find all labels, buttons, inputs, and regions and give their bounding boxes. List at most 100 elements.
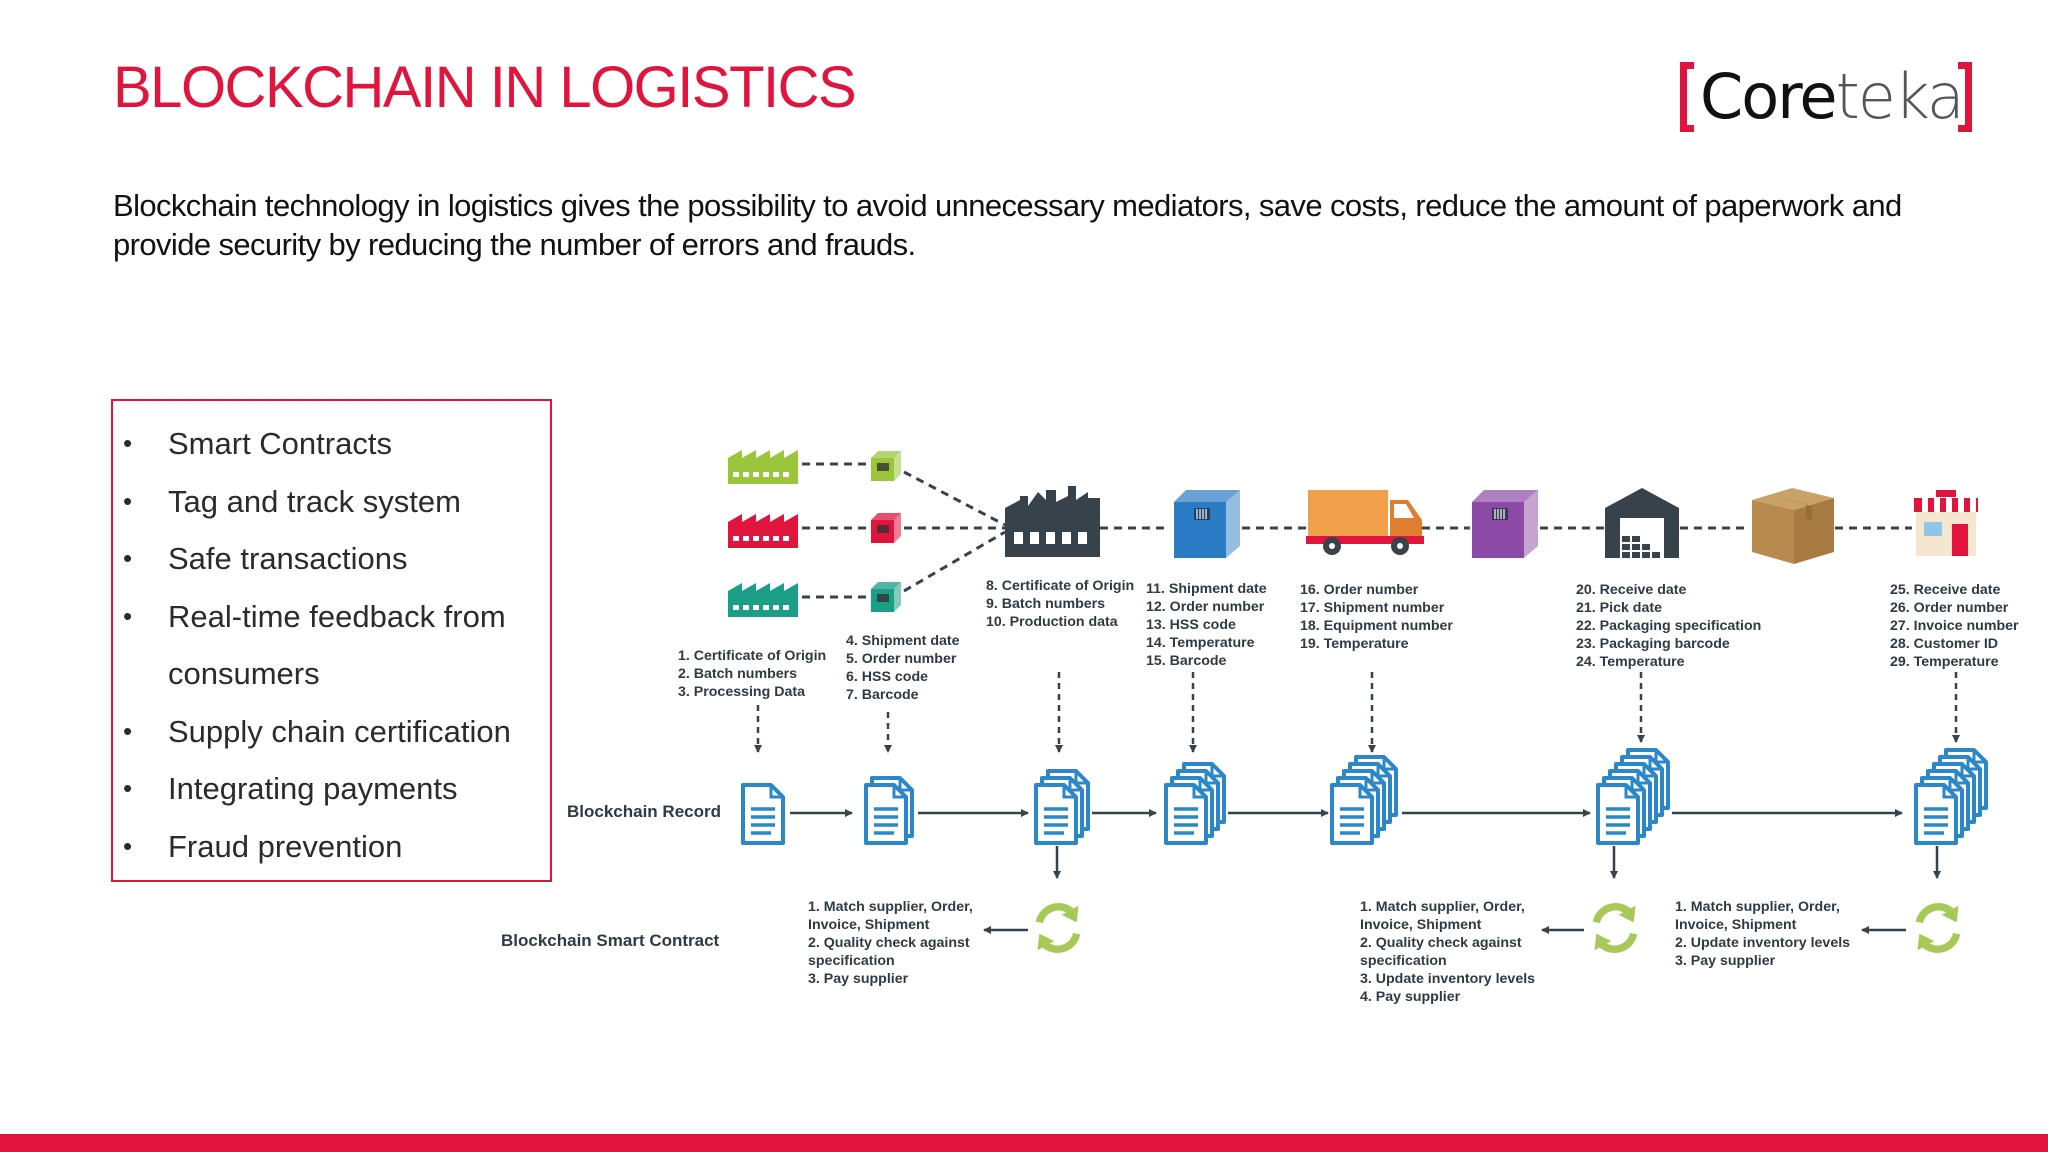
data-item: 6. HSS code xyxy=(846,669,928,685)
data-item: 10. Production data xyxy=(986,614,1118,630)
blockchain-record-row xyxy=(741,748,1988,845)
retail-store-icon xyxy=(1914,490,1978,556)
logo-wordmark: Coreteka xyxy=(1700,60,1965,133)
recycle-icon xyxy=(1037,906,1078,951)
document-icon xyxy=(1034,783,1078,845)
warehouse-icon xyxy=(1605,488,1679,558)
data-list-7: 25. Receive date 26. Order number 27. In… xyxy=(1890,582,2022,670)
features-box: Smart Contracts Tag and track system Saf… xyxy=(111,399,552,882)
data-list-5: 16. Order number 17. Shipment number 18.… xyxy=(1300,582,1457,652)
data-item: 8. Certificate of Origin xyxy=(986,578,1134,594)
teal-factory-icon xyxy=(728,583,798,617)
data-item: 7. Barcode xyxy=(846,687,919,703)
lime-factory-icon xyxy=(728,450,798,484)
data-item: 5. Order number xyxy=(846,651,957,667)
row-labels: Blockchain Record Blockchain Smart Contr… xyxy=(501,802,721,950)
feature-item: Smart Contracts xyxy=(113,415,550,473)
record-ledger-2 xyxy=(864,776,914,845)
features-list: Smart Contracts Tag and track system Saf… xyxy=(113,401,550,875)
logo-right-bracket xyxy=(1958,62,1972,132)
blockchain-smart-contract-label: Blockchain Smart Contract xyxy=(501,931,720,950)
contract-item: specification xyxy=(808,953,895,969)
record-ledger-1 xyxy=(741,783,785,845)
teal-crate-icon xyxy=(871,582,901,612)
data-item: 23. Packaging barcode xyxy=(1576,636,1730,652)
footer-accent-bar xyxy=(0,1134,2048,1152)
data-list-2: 4. Shipment date 5. Order number 6. HSS … xyxy=(846,633,963,703)
feature-item: Integrating payments xyxy=(113,760,550,818)
contract-item: Invoice, Shipment xyxy=(1360,917,1482,933)
document-icon xyxy=(1914,783,1958,845)
data-item: 16. Order number xyxy=(1300,582,1419,598)
record-ledger-3 xyxy=(1034,769,1090,845)
coreteka-logo: Coreteka xyxy=(1680,62,1972,140)
page-title: BLOCKCHAIN IN LOGISTICS xyxy=(113,55,857,120)
record-ledger-6 xyxy=(1596,748,1670,845)
contract-item: 3. Pay supplier xyxy=(1675,953,1776,969)
data-item: 15. Barcode xyxy=(1146,653,1227,669)
data-item: 22. Packaging specification xyxy=(1576,618,1761,634)
red-factory-icon xyxy=(728,514,798,548)
contract-list-1: 1. Match supplier, Order, Invoice, Shipm… xyxy=(808,899,977,987)
record-ledger-4 xyxy=(1164,762,1226,845)
supply-chain-connectors xyxy=(802,462,1912,599)
feature-item: Real-time feedback from consumers xyxy=(113,588,550,703)
record-ledger-7 xyxy=(1914,748,1988,845)
contract-item: 3. Pay supplier xyxy=(808,971,909,987)
contract-arrows xyxy=(983,846,1941,934)
document-icon xyxy=(864,783,908,845)
data-field-lists: 1. Certificate of Origin 2. Batch number… xyxy=(678,578,2022,703)
data-item: 4. Shipment date xyxy=(846,633,960,649)
contract-item: 2. Quality check against xyxy=(1360,935,1522,951)
document-icon xyxy=(1330,783,1374,845)
delivery-truck-icon xyxy=(1306,490,1424,555)
document-icon xyxy=(1164,783,1208,845)
data-list-3: 8. Certificate of Origin 9. Batch number… xyxy=(986,578,1138,630)
recycle-icon xyxy=(1594,906,1635,951)
logo-word-part1: Core xyxy=(1700,60,1837,133)
record-down-arrows xyxy=(754,672,1960,753)
data-list-1: 1. Certificate of Origin 2. Batch number… xyxy=(678,648,830,700)
feature-item: Fraud prevention xyxy=(113,818,550,876)
contract-item: 2. Update inventory levels xyxy=(1675,935,1850,951)
purple-container-icon xyxy=(1471,489,1539,559)
logo-left-bracket xyxy=(1680,62,1694,132)
data-item: 1. Certificate of Origin xyxy=(678,648,826,664)
contract-item: 3. Update inventory levels xyxy=(1360,971,1535,987)
data-item: 18. Equipment number xyxy=(1300,618,1453,634)
feature-item: Tag and track system xyxy=(113,473,550,531)
blockchain-record-label: Blockchain Record xyxy=(567,802,721,821)
cardboard-box-icon xyxy=(1752,488,1834,564)
data-item: 14. Temperature xyxy=(1146,635,1255,651)
feature-item: Safe transactions xyxy=(113,530,550,588)
record-ledger-5 xyxy=(1330,755,1398,845)
data-list-6: 20. Receive date 21. Pick date 22. Packa… xyxy=(1576,582,1765,670)
data-list-4: 11. Shipment date 12. Order number 13. H… xyxy=(1146,581,1271,669)
data-item: 17. Shipment number xyxy=(1300,600,1445,616)
intro-paragraph: Blockchain technology in logistics gives… xyxy=(113,188,1902,262)
data-item: 11. Shipment date xyxy=(1146,581,1267,597)
data-item: 24. Temperature xyxy=(1576,654,1685,670)
contract-item: specification xyxy=(1360,953,1447,969)
data-item: 19. Temperature xyxy=(1300,636,1409,652)
contract-item: 2. Quality check against xyxy=(808,935,970,951)
data-item: 26. Order number xyxy=(1890,600,2009,616)
red-crate-icon xyxy=(871,513,901,543)
data-item: 2. Batch numbers xyxy=(678,666,797,682)
recycle-icon xyxy=(1917,906,1958,951)
contract-item: 1. Match supplier, Order, xyxy=(1360,899,1525,915)
data-item: 25. Receive date xyxy=(1890,582,2001,598)
data-item: 12. Order number xyxy=(1146,599,1265,615)
feature-item: Supply chain certification xyxy=(113,703,550,761)
blue-container-icon xyxy=(1173,489,1241,559)
document-icon xyxy=(741,783,785,845)
contract-item: 1. Match supplier, Order, xyxy=(1675,899,1840,915)
data-item: 9. Batch numbers xyxy=(986,596,1105,612)
data-item: 13. HSS code xyxy=(1146,617,1236,633)
data-item: 27. Invoice number xyxy=(1890,618,2019,634)
logo-word-part2: teka xyxy=(1835,60,1965,133)
supply-chain-icons xyxy=(728,450,1978,617)
contract-item: 1. Match supplier, Order, xyxy=(808,899,973,915)
contract-item: 4. Pay supplier xyxy=(1360,989,1461,1005)
